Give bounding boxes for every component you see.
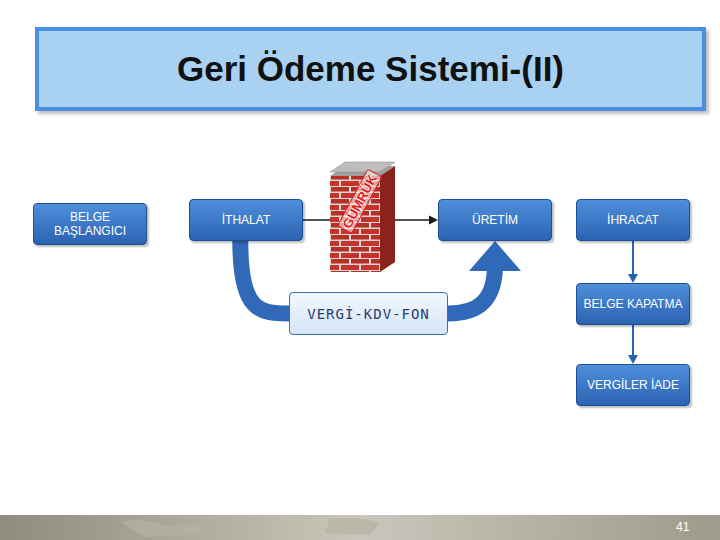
box-text: BELGE KAPATMA: [584, 297, 683, 311]
arrow-head: [469, 241, 521, 271]
arrow-head: [429, 216, 438, 225]
connector-line: [303, 219, 431, 221]
connector-line: [448, 265, 495, 314]
arrow-head: [628, 274, 638, 283]
flow-band-arrow: [240, 241, 289, 314]
connector-line: [632, 241, 634, 277]
slide-title: Geri Ödeme Sistemi-(II): [177, 49, 564, 89]
flow-arrow: [303, 216, 438, 225]
wall-side: [380, 166, 395, 272]
box-text: VERGİ-KDV-FON: [307, 306, 430, 322]
footer-strip: [0, 515, 720, 540]
connector-line: [632, 325, 634, 358]
wall-stamp: GÜMRÜK: [337, 169, 382, 234]
flow-band-arrow: [448, 241, 521, 314]
tax-box: VERGİ-KDV-FON: [289, 292, 448, 335]
page-number: 41: [676, 520, 689, 534]
wall-top: [330, 162, 395, 172]
box-text: VERGİLER İADE: [587, 378, 679, 392]
wall-cap: [330, 166, 395, 176]
title-banner: Geri Ödeme Sistemi-(II): [35, 27, 706, 111]
flow-arrow: [628, 325, 638, 364]
flow-arrow: [628, 241, 638, 283]
map-shape: [120, 518, 565, 537]
process-box: İTHALAT: [189, 199, 303, 241]
process-box: BELGE BAŞLANGICI: [33, 203, 147, 245]
process-box: İHRACAT: [576, 199, 690, 241]
box-text: İHRACAT: [607, 213, 659, 227]
box-text: İTHALAT: [222, 213, 270, 227]
arrow-head: [628, 355, 638, 364]
box-text: BELGE BAŞLANGICI: [40, 210, 140, 238]
process-box: ÜRETİM: [438, 199, 552, 241]
box-text: ÜRETİM: [472, 213, 518, 227]
process-box: VERGİLER İADE: [576, 364, 690, 406]
process-box: BELGE KAPATMA: [576, 283, 690, 325]
connector-line: [240, 241, 289, 314]
